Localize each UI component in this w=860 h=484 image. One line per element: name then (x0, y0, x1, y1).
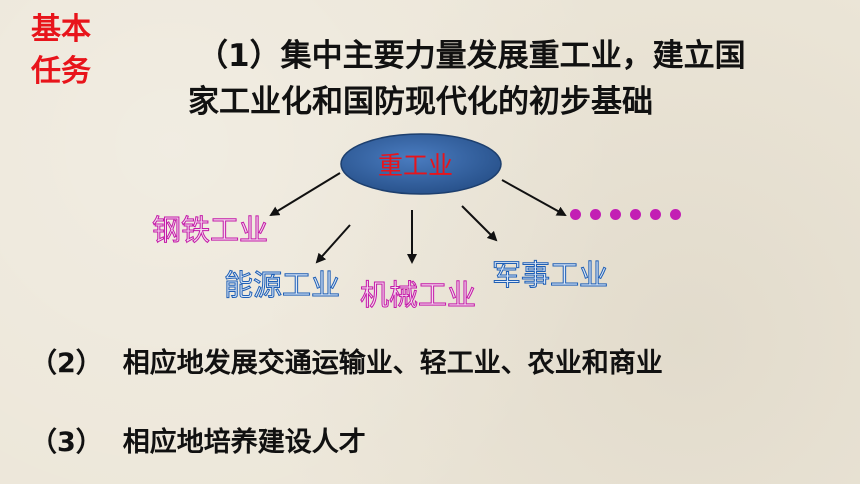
ellipsis-dot (570, 209, 581, 220)
task-3-number: （3） (30, 427, 103, 458)
branch-energy-industry: 能源工业 (223, 268, 341, 303)
task-2-number: （2） (30, 348, 103, 379)
title-label-line1: 基本 (31, 12, 91, 47)
task-1-line-2: 家工业化和国防现代化的初步基础 (188, 84, 653, 120)
title-label-line2: 任务 (31, 54, 91, 89)
branch-military-industry: 军事工业 (491, 258, 609, 293)
arrow-to-steel (269, 172, 341, 217)
ellipsis-dot (650, 209, 661, 220)
ellipsis-dot (590, 209, 601, 220)
task-3-text: 相应地培养建设人才 (122, 427, 366, 458)
arrow-to-energy (315, 224, 351, 264)
task-2-text: 相应地发展交通运输业、轻工业、农业和商业 (122, 348, 663, 379)
arrow-to-military (461, 205, 498, 242)
hub-ellipse (340, 133, 502, 195)
ellipsis-dots (570, 205, 690, 224)
task-1-line-1: （1）集中主要力量发展重工业，建立国 (197, 38, 746, 74)
branch-steel-industry: 钢铁工业 (151, 213, 269, 248)
arrow-to-more (501, 179, 567, 216)
branch-machinery-industry: 机械工业 (359, 278, 477, 313)
ellipsis-dot (670, 209, 681, 220)
hub-label: 重工业 (378, 151, 454, 180)
task-3: （3） 相应地培养建设人才 (30, 420, 366, 459)
ellipsis-dot (630, 209, 641, 220)
ellipsis-dot (610, 209, 621, 220)
task-2: （2） 相应地发展交通运输业、轻工业、农业和商业 (30, 341, 663, 380)
